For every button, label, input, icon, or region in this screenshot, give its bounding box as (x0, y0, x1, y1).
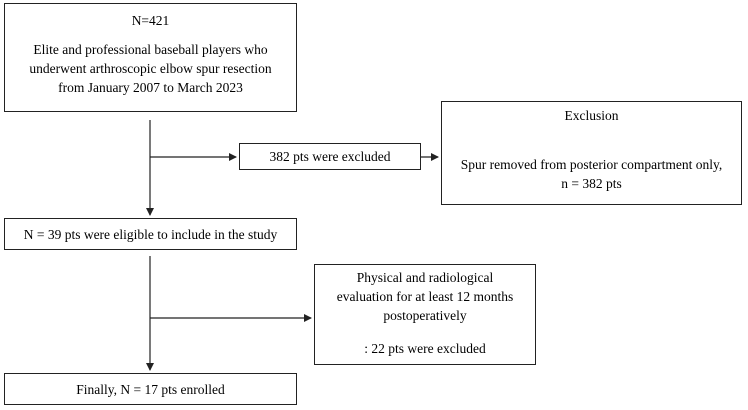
initial-cohort-count: N=421 (131, 13, 170, 28)
excluded-count-box: 382 pts were excluded (239, 143, 421, 170)
initial-cohort-box: N=421 Elite and professional baseball pl… (4, 3, 297, 112)
followup-criteria-line: evaluation for at least 12 months (336, 289, 514, 304)
exclusion-title: Exclusion (564, 108, 619, 123)
exclusion-criteria-box: Exclusion Spur removed from posterior co… (441, 101, 742, 205)
exclusion-criteria-line: n = 382 pts (561, 176, 622, 191)
exclusion-criteria-line: Spur removed from posterior compartment … (460, 157, 723, 172)
followup-criteria-line: postoperatively (383, 308, 467, 323)
followup-criteria-box: Physical and radiological evaluation for… (314, 264, 536, 365)
initial-cohort-description-line: Elite and professional baseball players … (33, 42, 268, 57)
eligible-cohort-text: N = 39 pts were eligible to include in t… (23, 227, 278, 242)
eligible-cohort-box: N = 39 pts were eligible to include in t… (4, 218, 297, 250)
followup-excluded-text: : 22 pts were excluded (364, 341, 486, 356)
initial-cohort-description-line: from January 2007 to March 2023 (58, 80, 243, 95)
initial-cohort-description-line: underwent arthroscopic elbow spur resect… (29, 61, 272, 76)
followup-criteria-line: Physical and radiological (356, 270, 494, 285)
excluded-count-text: 382 pts were excluded (269, 149, 391, 164)
final-enrolled-box: Finally, N = 17 pts enrolled (4, 373, 297, 405)
final-enrolled-text: Finally, N = 17 pts enrolled (76, 382, 225, 397)
